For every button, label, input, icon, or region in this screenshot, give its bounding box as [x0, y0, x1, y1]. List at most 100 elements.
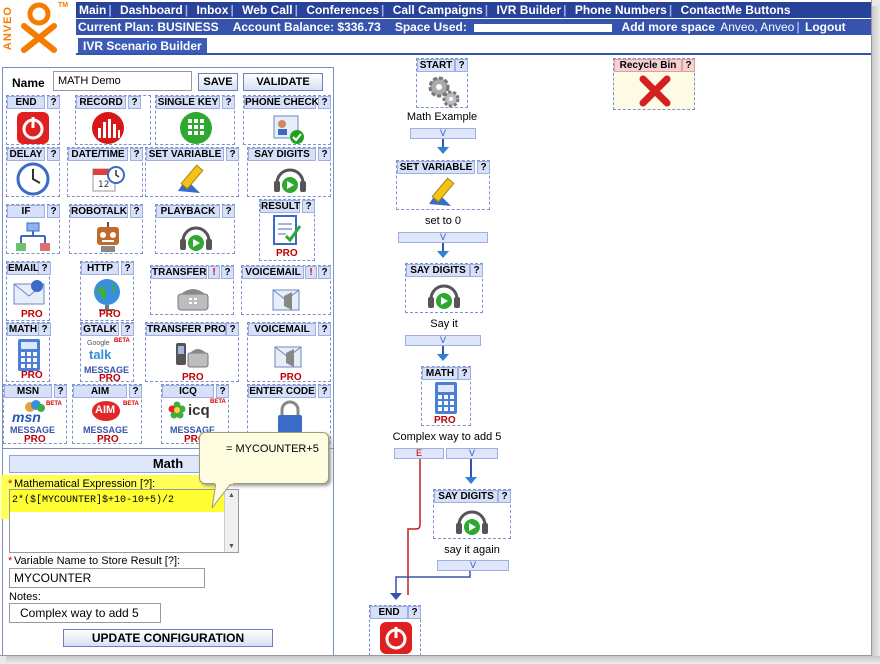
help-icon[interactable]: ? [226, 323, 239, 336]
palette-math[interactable]: MATH? PRO [6, 322, 51, 382]
palette-transfer[interactable]: TRANSFER!? [150, 265, 234, 315]
help-icon[interactable]: ? [682, 59, 695, 72]
scenario-name-input[interactable] [53, 71, 192, 91]
flow-node-start[interactable]: START? [416, 58, 468, 108]
palette-aim[interactable]: AIM? AIM BETA MESSAGE PRO [72, 384, 142, 445]
help-icon[interactable]: ? [47, 205, 60, 218]
recycle-bin[interactable]: Recycle Bin? [613, 58, 695, 110]
flow-node-set-variable[interactable]: SET VARIABLE? [396, 160, 490, 210]
palette-set-variable-label: SET VARIABLE [146, 148, 224, 161]
flow-node-say-digits-2[interactable]: SAY DIGITS? [433, 489, 511, 539]
palette-say-digits[interactable]: SAY DIGITS? [247, 147, 331, 197]
palette-result[interactable]: RESULT? PRO [259, 199, 315, 261]
palette-say-digits-label: SAY DIGITS [248, 148, 316, 161]
nav-phone-numbers[interactable]: Phone Numbers [574, 3, 667, 17]
help-icon[interactable]: ? [38, 323, 51, 336]
help-icon[interactable]: ? [498, 490, 511, 503]
palette-single-key[interactable]: SINGLE KEY? [155, 95, 235, 145]
palette-voicemail-pro-label: VOICEMAIL [248, 323, 316, 336]
palette-delay[interactable]: DELAY? [6, 147, 60, 197]
palette-robotalk[interactable]: ROBOTALK? [69, 204, 143, 254]
next-connector[interactable]: V [398, 232, 488, 243]
help-icon[interactable]: ? [47, 96, 60, 109]
palette-http[interactable]: HTTP? PRO [80, 261, 134, 321]
palette-if[interactable]: IF? [6, 204, 60, 254]
help-icon[interactable]: ? [470, 264, 483, 277]
help-icon[interactable]: ? [318, 266, 331, 279]
help-icon[interactable]: ? [47, 148, 60, 161]
textarea-scrollbar[interactable]: ▲ ▼ [224, 490, 238, 552]
help-icon[interactable]: ? [216, 385, 229, 398]
nav-main[interactable]: Main [79, 3, 107, 17]
next-connector[interactable]: V [405, 335, 481, 346]
save-button[interactable]: SAVE [198, 73, 238, 91]
help-icon[interactable]: ? [54, 385, 67, 398]
palette-record[interactable]: RECORD? [75, 95, 151, 145]
help-icon[interactable]: ? [222, 205, 235, 218]
nav-call-campaigns[interactable]: Call Campaigns [392, 3, 483, 17]
help-icon[interactable]: ? [302, 200, 315, 213]
expression-textarea[interactable]: 2*($[MYCOUNTER]$+10-10+5)/2 ▲ ▼ [9, 489, 239, 553]
help-icon[interactable]: ? [129, 385, 142, 398]
scroll-up-icon[interactable]: ▲ [228, 492, 235, 499]
add-more-space-link[interactable]: Add more space [621, 20, 715, 34]
help-icon[interactable]: ? [222, 96, 235, 109]
palette-date-time[interactable]: DATE/TIME? 12 [67, 147, 143, 197]
nav-dashboard[interactable]: Dashboard [120, 3, 183, 17]
help-icon[interactable]: ? [318, 323, 331, 336]
help-icon[interactable]: ? [130, 205, 143, 218]
scroll-down-icon[interactable]: ▼ [228, 543, 235, 550]
palette-voicemail[interactable]: VOICEMAIL!? [241, 265, 331, 315]
nav-inbox[interactable]: Inbox [196, 3, 229, 17]
next-connector[interactable]: V [410, 128, 476, 139]
tab-ivr-scenario-builder[interactable]: IVR Scenario Builder [78, 38, 207, 54]
help-icon[interactable]: ? [121, 323, 134, 336]
flow-arrow-head [390, 593, 402, 600]
help-icon[interactable]: ? [221, 266, 234, 279]
flow-arrow [442, 346, 444, 354]
notes-label: Notes: [9, 591, 41, 603]
variable-name-input[interactable] [9, 568, 205, 588]
palette-phone-check[interactable]: PHONE CHECK? [243, 95, 331, 145]
flow-node-say-digits[interactable]: SAY DIGITS? [405, 263, 483, 313]
trademark: TM [58, 2, 69, 9]
flow-arrow [442, 139, 444, 147]
nav-ivr-builder[interactable]: IVR Builder [496, 3, 562, 17]
palette-playback-label: PLAYBACK [156, 205, 220, 218]
help-icon[interactable]: ? [408, 606, 421, 619]
palette-msn[interactable]: MSN? msn BETA MESSAGE PRO [3, 384, 67, 445]
validate-button[interactable]: VALIDATE [243, 73, 323, 91]
palette-playback[interactable]: PLAYBACK? [155, 204, 235, 254]
nav-web-call[interactable]: Web Call [242, 3, 293, 17]
update-configuration-button[interactable]: UPDATE CONFIGURATION [63, 629, 273, 647]
help-icon[interactable]: ? [121, 262, 134, 275]
help-icon[interactable]: ? [318, 148, 331, 161]
anveo-logo[interactable]: ANVEO TM [0, 0, 76, 58]
flow-node-math[interactable]: MATH? PRO [421, 366, 471, 426]
next-connector[interactable]: V [446, 448, 498, 459]
palette-end[interactable]: END? [6, 95, 60, 145]
palette-transfer-pro[interactable]: TRANSFER PRO? PRO [145, 322, 239, 383]
help-icon[interactable]: ? [477, 161, 490, 174]
logout-link[interactable]: Logout [805, 20, 846, 34]
calculator-icon [435, 382, 457, 414]
help-icon[interactable]: ? [130, 148, 143, 161]
help-icon[interactable]: ? [318, 96, 331, 109]
help-icon[interactable]: ? [455, 59, 468, 72]
help-icon[interactable]: ? [38, 262, 51, 275]
palette-email[interactable]: EMAIL? PRO [6, 261, 51, 321]
help-icon[interactable]: ? [128, 96, 141, 109]
nav-contactme-buttons[interactable]: ContactMe Buttons [680, 3, 791, 17]
palette-set-variable[interactable]: SET VARIABLE? [145, 147, 239, 197]
gears-icon [428, 76, 460, 108]
palette-voicemail-pro[interactable]: VOICEMAIL? PRO [247, 322, 331, 383]
help-icon[interactable]: ? [226, 148, 239, 161]
palette-gtalk[interactable]: GTALK? Google BETA talk MESSAGE PRO [80, 322, 134, 384]
nav-conferences[interactable]: Conferences [306, 3, 380, 17]
flow-node-end[interactable]: END? [369, 605, 421, 655]
notes-input[interactable] [9, 603, 161, 623]
next-connector[interactable]: V [437, 560, 509, 571]
error-connector[interactable]: E [394, 448, 444, 459]
help-icon[interactable]: ? [318, 385, 331, 398]
help-icon[interactable]: ? [458, 367, 471, 380]
